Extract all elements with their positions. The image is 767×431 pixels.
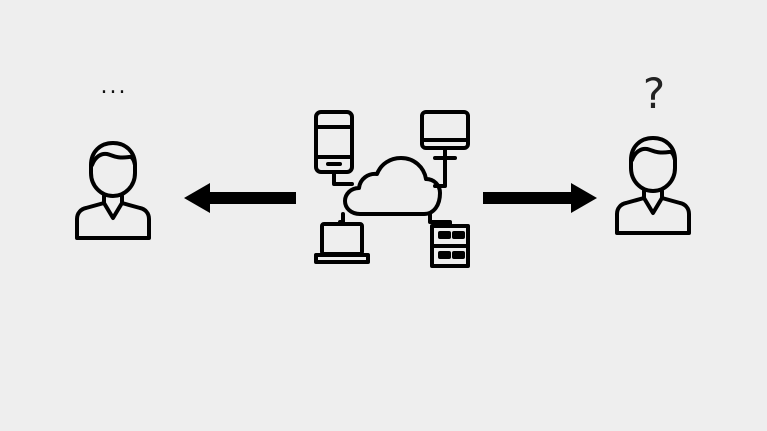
mobile-phone-icon <box>314 110 354 174</box>
right-arrow <box>483 183 597 213</box>
cloud-network-icon <box>314 110 470 268</box>
right-user-status-text: ? <box>642 69 666 118</box>
left-arrow <box>184 183 296 213</box>
right-user-icon <box>615 136 691 235</box>
cloud-shape <box>343 156 442 216</box>
left-user-status-text: ... <box>100 74 128 99</box>
left-user-icon <box>75 141 151 240</box>
monitor-icon <box>420 110 470 160</box>
laptop-icon <box>314 222 370 264</box>
server-icon <box>430 224 470 268</box>
